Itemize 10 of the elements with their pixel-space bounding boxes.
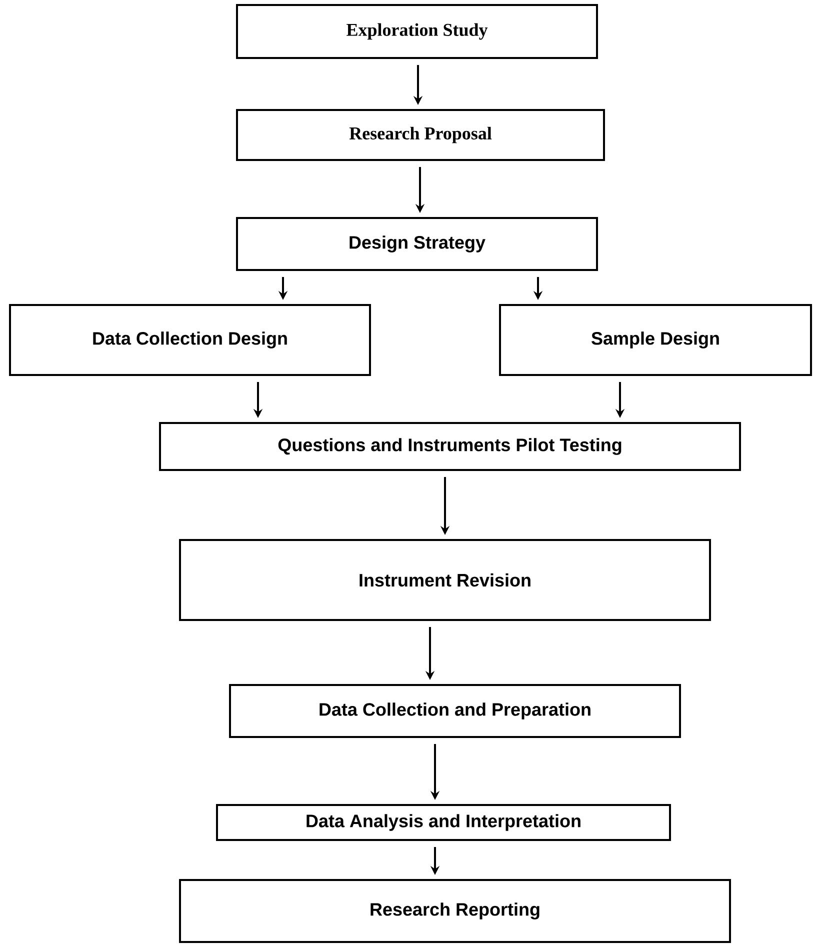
process-box: Exploration Study xyxy=(236,4,598,59)
process-box: Data Analysis and Interpretation xyxy=(216,804,671,841)
process-box: Research Reporting xyxy=(179,879,731,943)
process-box: Instrument Revision xyxy=(179,539,711,621)
process-box: Data Collection and Preparation xyxy=(229,684,681,738)
process-box: Design Strategy xyxy=(236,217,598,271)
process-box: Sample Design xyxy=(499,304,812,376)
process-box: Research Proposal xyxy=(236,109,605,161)
process-box: Questions and Instruments Pilot Testing xyxy=(159,422,742,471)
process-box: Data Collection Design xyxy=(9,304,371,376)
